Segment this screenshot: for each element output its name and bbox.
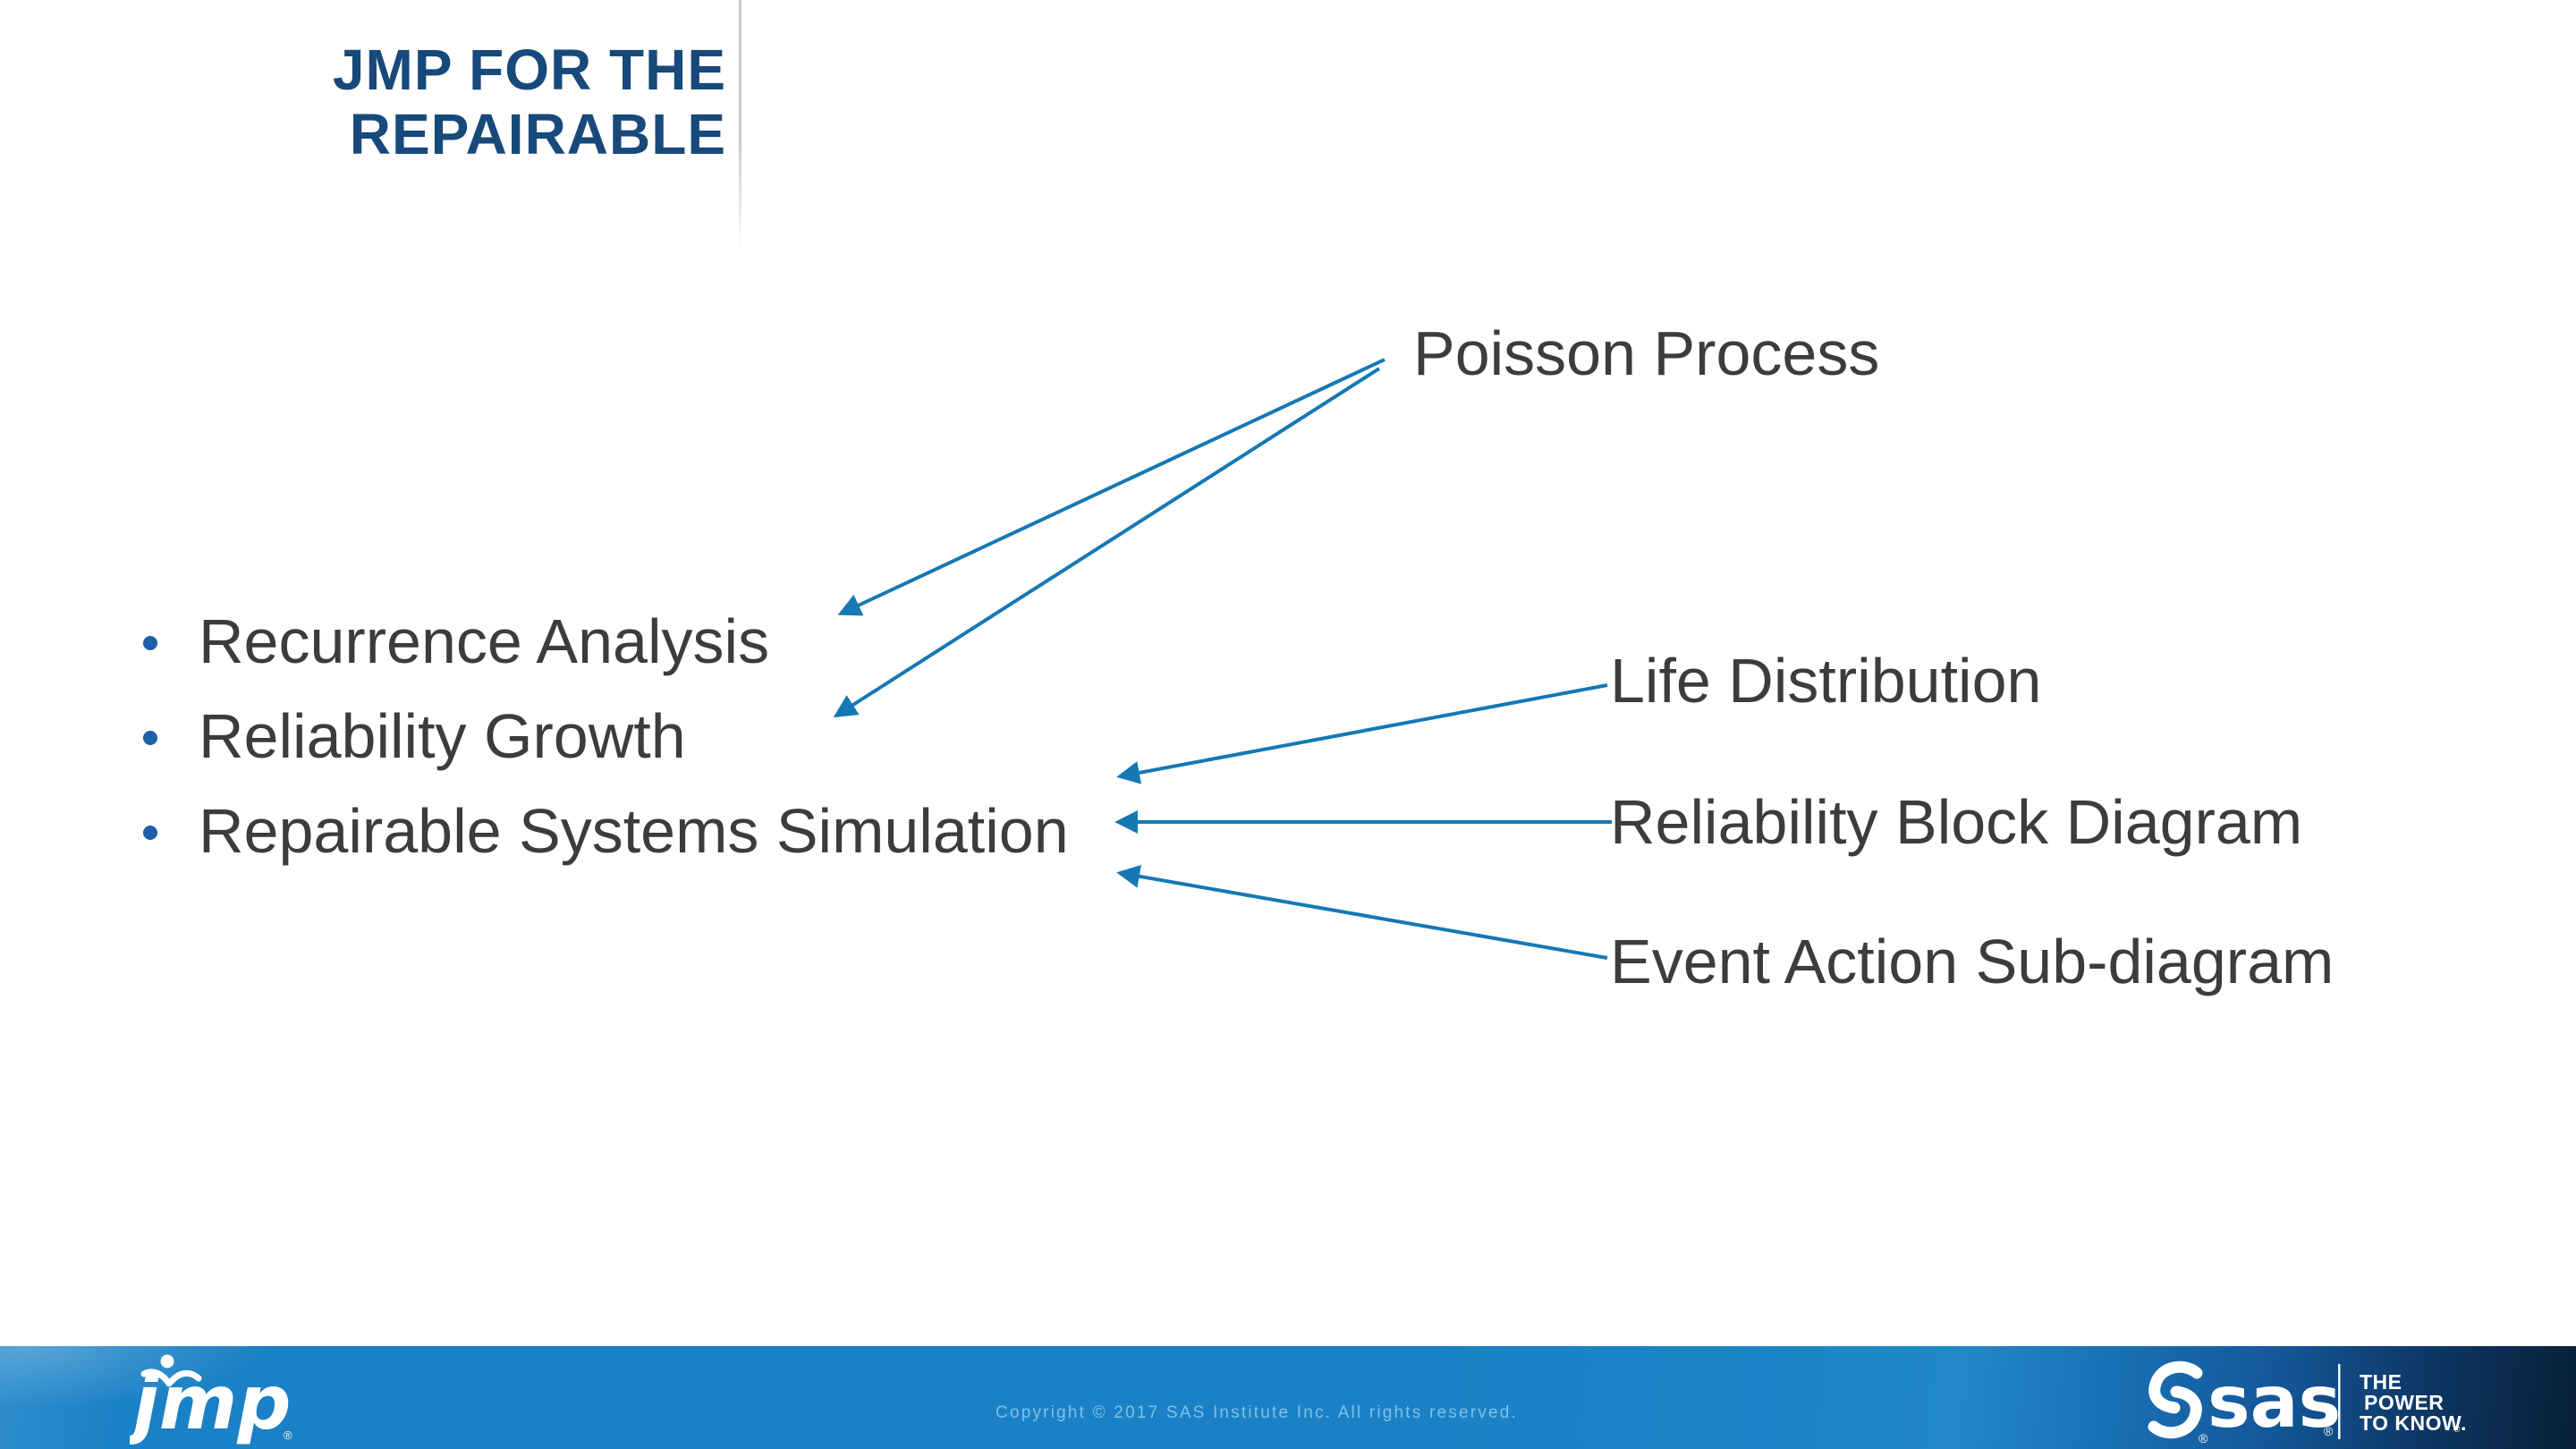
title-divider — [739, 0, 741, 250]
sas-wordmark: sas — [2207, 1360, 2341, 1444]
page-title-line-2: REPAIRABLE — [349, 102, 726, 166]
tagline-line-2: POWER — [2364, 1391, 2444, 1414]
tagline-line-3: TO KNOW. — [2360, 1411, 2467, 1435]
jmp-registered-mark: ® — [284, 1428, 292, 1442]
page-title-line-1: JMP FOR THE — [332, 38, 726, 102]
jmp-person-head-icon — [160, 1354, 174, 1368]
footer-bar: jmp ® Copyright © 2017 SAS Institute Inc… — [0, 1346, 2576, 1449]
sas-tagline-divider — [2338, 1364, 2341, 1439]
bullet-list: Recurrence Analysis Reliability Growth R… — [143, 594, 1069, 878]
footer-copyright: Copyright © 2017 SAS Institute Inc. All … — [996, 1403, 1518, 1422]
callout-life-distribution: Life Distribution — [1610, 646, 2042, 716]
tagline-registered-mark: ® — [2453, 1425, 2461, 1435]
callout-reliability-block-diagram: Reliability Block Diagram — [1610, 787, 2303, 857]
arrow-poisson-to-recurrence-analysis — [837, 358, 1385, 616]
tagline-line-1: THE — [2360, 1370, 2402, 1394]
sas-registered-mark: ® — [2324, 1424, 2334, 1438]
list-item: Recurrence Analysis — [143, 594, 1069, 689]
jmp-person-icon — [140, 1368, 202, 1387]
callout-poisson-process: Poisson Process — [1413, 318, 1880, 388]
list-item: Repairable Systems Simulation — [143, 784, 1069, 878]
arrow-life-distribution-to-simulation — [1116, 683, 1608, 784]
sas-tagline: THE POWER TO KNOW. — [2360, 1370, 2467, 1435]
page-title: JMP FOR THE REPAIRABLE — [0, 38, 726, 166]
bullet-item-label: Reliability Growth — [199, 701, 686, 771]
jmp-logo: jmp ® — [130, 1354, 292, 1446]
arrow-event-action-to-simulation — [1116, 864, 1608, 960]
bullet-dot-icon — [143, 731, 157, 745]
bullet-item-label: Recurrence Analysis — [199, 606, 770, 676]
sas-registered-mark: ® — [2199, 1431, 2208, 1445]
bullet-item-label: Repairable Systems Simulation — [199, 796, 1069, 866]
sas-logo: ® sas ® THE POWER TO KNOW. ® — [2148, 1360, 2467, 1445]
list-item: Reliability Growth — [143, 689, 1069, 784]
bullet-dot-icon — [143, 636, 157, 650]
callout-event-action-sub-diagram: Event Action Sub-diagram — [1610, 927, 2334, 996]
bullet-dot-icon — [143, 826, 157, 840]
sas-swirl-icon — [2148, 1360, 2203, 1439]
